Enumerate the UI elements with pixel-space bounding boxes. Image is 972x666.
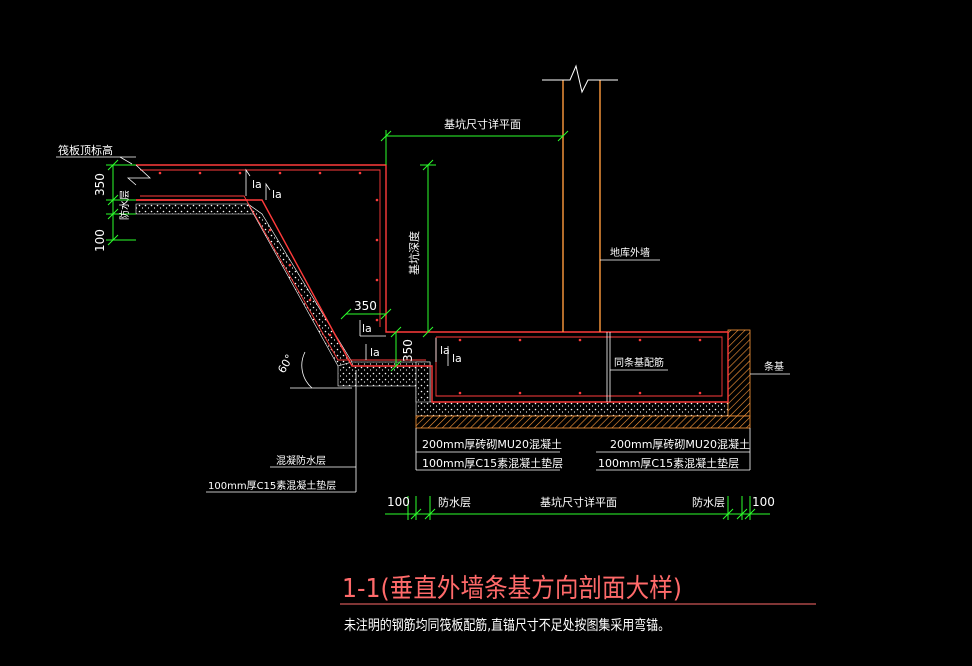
- dim-100-bottom-right: 100: [752, 495, 775, 509]
- cushion-slope-label: 100mm厚C15素混凝土垫层: [208, 479, 336, 492]
- cushion-layer-hatch: [135, 203, 729, 417]
- dimension-lines: [106, 130, 770, 520]
- concrete-outline: [136, 164, 729, 403]
- la-label-1: la: [252, 178, 262, 191]
- dim-350-vert: 350: [401, 339, 415, 362]
- dim-100-left: 100: [93, 229, 107, 252]
- dim-350-mid: 350: [354, 299, 377, 313]
- la-label-4: la: [370, 346, 380, 359]
- la-label-2: la: [272, 188, 282, 201]
- leader-lines: [56, 156, 816, 605]
- text-labels: 筏板顶标高 350 防水层 100 la la 基坑尺寸详平面 基坑深度 350…: [58, 117, 784, 509]
- strip-foundation-label: 条基: [764, 360, 784, 373]
- brick-wall-hatch: [415, 329, 751, 429]
- brick-right-label: 200mm厚砖砌MU20混凝土: [610, 437, 750, 451]
- la-label-3: la: [362, 322, 372, 335]
- la-label-5: la: [440, 344, 450, 357]
- pit-depth-label: 基坑深度: [407, 231, 421, 275]
- drawing-note: 未注明的钢筋均同筏板配筋,直锚尺寸不足处按图集采用弯锚。: [344, 617, 670, 634]
- waterproof-vertical-label: 防水层: [118, 190, 131, 220]
- basement-wall: [542, 64, 618, 402]
- waterproof-bottom-right: 防水层: [692, 495, 725, 509]
- pit-plan-top-label: 基坑尺寸详平面: [444, 117, 521, 131]
- rebar-dots: [158, 171, 702, 395]
- same-rebar-label: 同条基配筋: [614, 356, 664, 369]
- waterproof-slope-label: 混凝防水层: [276, 454, 326, 467]
- cushion-left-label: 100mm厚C15素混凝土垫层: [422, 456, 563, 470]
- waterproof-bottom-left: 防水层: [438, 495, 471, 509]
- dim-100-bottom-left: 100: [387, 495, 410, 509]
- title-block: 1-1(垂直外墙条基方向剖面大样) 未注明的钢筋均同筏板配筋,直锚尺寸不足处按图…: [342, 574, 682, 634]
- brick-left-label: 200mm厚砖砌MU20混凝土: [422, 437, 562, 451]
- drawing-title: 1-1(垂直外墙条基方向剖面大样): [342, 574, 682, 604]
- la-label-6: la: [452, 352, 462, 365]
- dim-350-left: 350: [93, 173, 107, 196]
- angle-label: 60°: [275, 352, 296, 375]
- pit-plan-bottom-label: 基坑尺寸详平面: [540, 495, 617, 509]
- cushion-right-label: 100mm厚C15素混凝土垫层: [598, 456, 739, 470]
- raft-top-elev-label: 筏板顶标高: [58, 143, 113, 157]
- basement-wall-label: 地库外墙: [610, 246, 650, 259]
